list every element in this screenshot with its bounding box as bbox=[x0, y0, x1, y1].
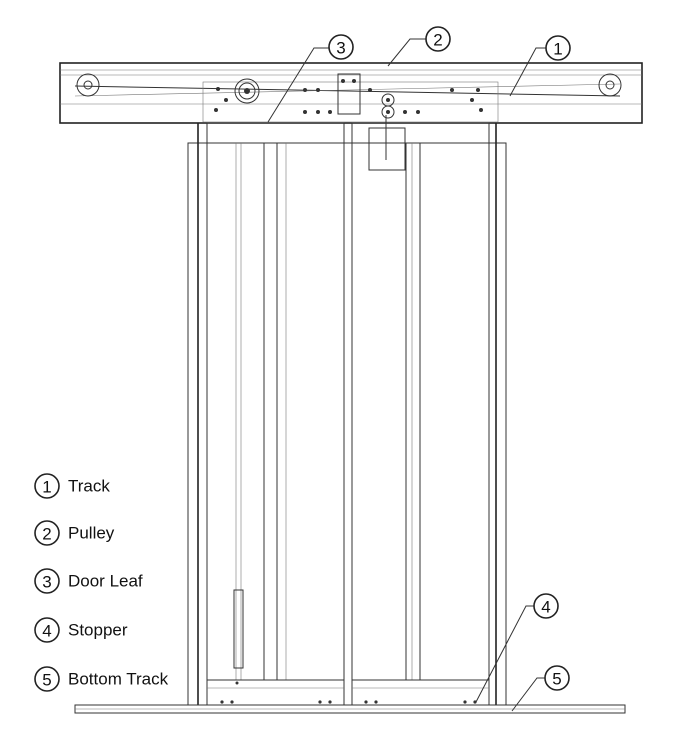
callout-4: 4 bbox=[475, 593, 559, 703]
callout-5: 5 bbox=[511, 665, 570, 712]
pulley-wheel bbox=[234, 78, 260, 104]
svg-text:4: 4 bbox=[42, 622, 51, 641]
callout-number: 4 bbox=[541, 598, 550, 617]
legend-item-stopper: 4 Stopper bbox=[34, 617, 128, 643]
end-pulley-right bbox=[598, 73, 622, 97]
svg-text:Track: Track bbox=[68, 477, 110, 496]
legend-item-track: 1 Track bbox=[34, 473, 110, 499]
door-leaf-left bbox=[206, 122, 345, 706]
callout-2: 2 bbox=[387, 26, 451, 67]
callout-3: 3 bbox=[267, 34, 354, 123]
svg-text:3: 3 bbox=[42, 573, 51, 592]
svg-text:Stopper: Stopper bbox=[68, 621, 128, 640]
svg-text:Bottom Track: Bottom Track bbox=[68, 670, 169, 689]
bottom-track bbox=[74, 700, 626, 714]
legend: 1 Track 2 Pulley 3 Door Leaf 4 Stopper 5… bbox=[34, 473, 169, 692]
callout-number: 5 bbox=[552, 670, 561, 689]
svg-text:2: 2 bbox=[42, 525, 51, 544]
legend-item-door-leaf: 3 Door Leaf bbox=[34, 568, 143, 594]
door-frame bbox=[187, 123, 507, 706]
header-beam bbox=[59, 62, 643, 124]
callout-number: 3 bbox=[336, 39, 345, 58]
door-leaf-right bbox=[351, 115, 490, 706]
svg-text:5: 5 bbox=[42, 671, 51, 690]
legend-item-bottom-track: 5 Bottom Track bbox=[34, 666, 169, 692]
svg-text:Pulley: Pulley bbox=[68, 524, 115, 543]
svg-text:1: 1 bbox=[42, 478, 51, 497]
callout-number: 1 bbox=[553, 40, 562, 59]
legend-item-pulley: 2 Pulley bbox=[34, 520, 115, 546]
callout-1: 1 bbox=[509, 35, 571, 97]
callout-number: 2 bbox=[433, 31, 442, 50]
end-pulley-left bbox=[76, 73, 100, 97]
svg-text:Door Leaf: Door Leaf bbox=[68, 572, 143, 591]
